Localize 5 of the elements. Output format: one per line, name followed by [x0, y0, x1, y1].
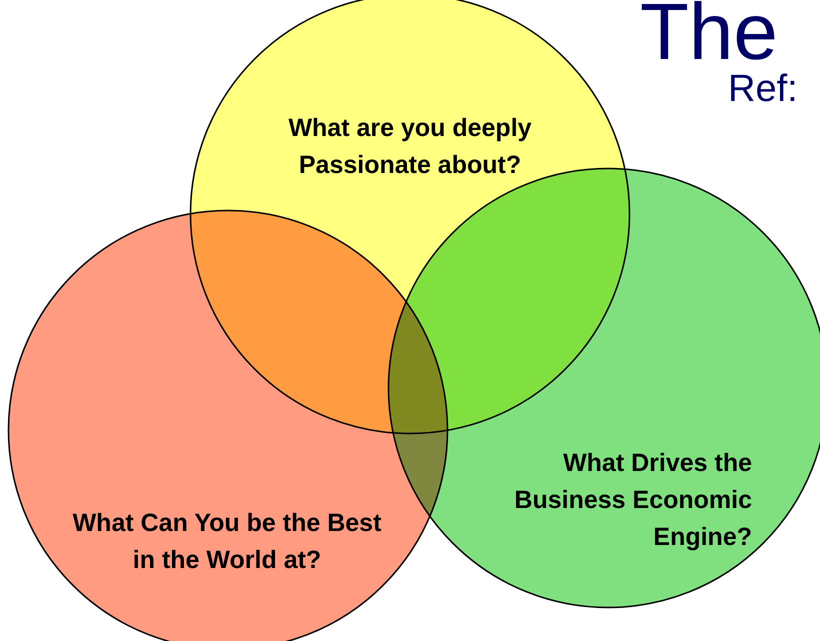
circle-label: What Can You be the Best in the World at? — [72, 508, 382, 576]
title-text: The — [640, 0, 778, 72]
circle-label: What are you deeply Passionate about? — [287, 113, 533, 181]
reference-label: Ref: — [728, 70, 798, 108]
circle-label: What Drives the Business Economic Engine? — [513, 448, 752, 553]
